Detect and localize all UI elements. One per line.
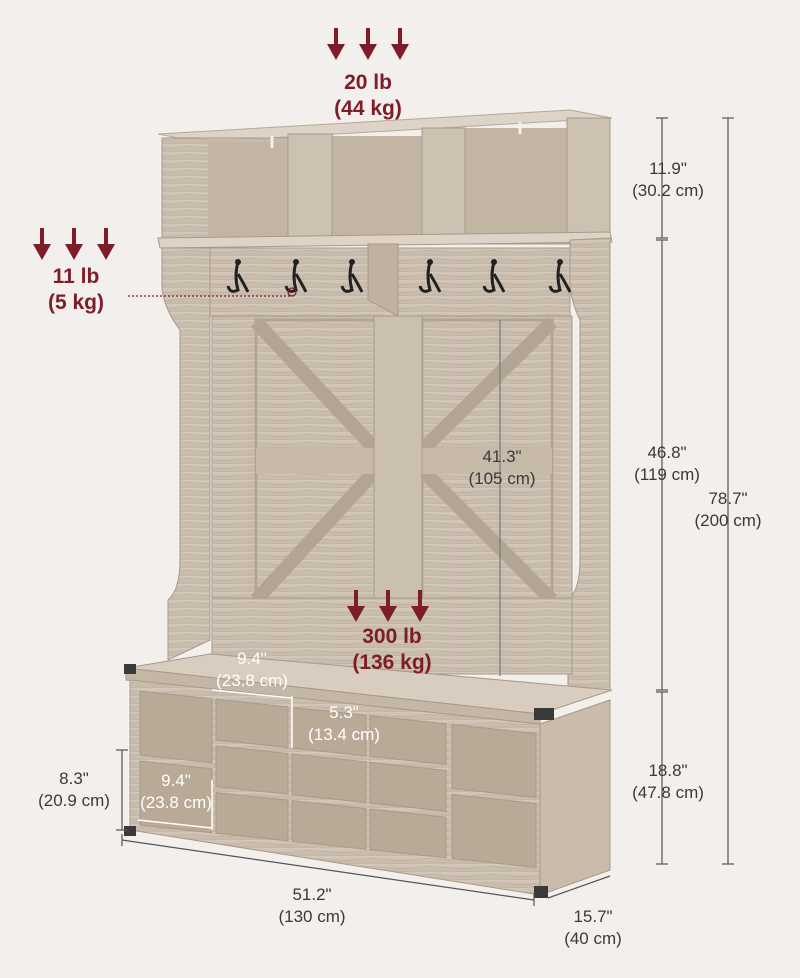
down-arrow-icon (391, 28, 409, 60)
dim-top-shelf-in: 11.9" (649, 159, 687, 178)
cubby-grid (139, 690, 537, 868)
down-arrow-icon (97, 228, 115, 260)
dim-cubby-width-top-cm: (23.8 cm) (216, 671, 288, 690)
bench-top (125, 653, 613, 727)
dim-top-shelf: 11.9" (30.2 cm) (618, 158, 718, 202)
dim-bench: 18.8" (47.8 cm) (618, 760, 718, 804)
dim-depth-cm: (40 cm) (564, 929, 622, 948)
top-shelf-unit (157, 109, 613, 249)
coat-hook-icon (340, 259, 364, 293)
down-arrow-icon (33, 228, 51, 260)
weight-bench-lb: 300 lb (362, 625, 422, 648)
down-arrow-icon (347, 590, 365, 622)
weight-label-hook: 11 lb (5 kg) (34, 264, 118, 316)
cubby-measure-lines (137, 689, 293, 830)
cubby (291, 753, 367, 804)
dim-bench-in: 18.8" (648, 761, 688, 780)
weight-top-kg: (44 kg) (334, 97, 402, 120)
dim-door-in: 41.3" (482, 447, 522, 466)
dim-middle: 46.8" (119 cm) (622, 442, 712, 486)
hook-rail (209, 243, 571, 317)
cubby (139, 690, 213, 764)
dim-width: 51.2" (130 cm) (262, 884, 362, 928)
down-arrow-icon (359, 28, 377, 60)
dim-depth: 15.7" (40 cm) (548, 906, 638, 950)
cubby (369, 808, 447, 859)
cubby (451, 723, 537, 798)
dim-cubby-height-small: 5.3" (13.4 cm) (296, 702, 392, 746)
dim-cubby-height-side-cm: (20.9 cm) (38, 791, 110, 810)
dim-total-height-cm: (200 cm) (694, 511, 762, 530)
side-panels (161, 237, 611, 701)
cubby (451, 793, 537, 868)
weight-top-lb: 20 lb (344, 71, 392, 94)
dim-width-in: 51.2" (292, 885, 332, 904)
dim-bench-cm: (47.8 cm) (632, 783, 704, 802)
cubby (215, 698, 289, 749)
dim-door-cm: (105 cm) (468, 469, 536, 488)
down-arrow-icon (327, 28, 345, 60)
coat-hook-icon (482, 259, 506, 293)
cubby (215, 745, 289, 795)
coat-hook-icon (548, 259, 572, 293)
dim-cubby-width-side-cm: (23.8 cm) (140, 793, 212, 812)
weight-label-bench: 300 lb (136 kg) (340, 624, 444, 676)
coat-hook-icon (226, 259, 250, 293)
dim-cubby-height-side: 8.3" (20.9 cm) (24, 768, 124, 812)
cubby (369, 761, 447, 812)
coat-hook-icon (418, 259, 442, 293)
dim-cubby-height-small-in: 5.3" (329, 703, 359, 722)
cubby (215, 791, 289, 842)
dim-cubby-width-top-in: 9.4" (237, 649, 267, 668)
weight-arrows (33, 28, 429, 622)
down-arrow-icon (65, 228, 83, 260)
dim-door: 41.3" (105 cm) (454, 446, 550, 490)
corner-brackets (124, 664, 554, 898)
dim-cubby-width-side-in: 9.4" (161, 771, 191, 790)
dim-top-shelf-cm: (30.2 cm) (632, 181, 704, 200)
weight-hook-lb: 11 lb (52, 265, 100, 288)
dim-middle-cm: (119 cm) (634, 465, 700, 484)
weight-hook-kg: (5 kg) (47, 291, 104, 314)
wall-anchors (270, 122, 522, 148)
dim-depth-in: 15.7" (573, 907, 613, 926)
dim-total-height: 78.7" (200 cm) (678, 488, 778, 532)
cubby (139, 760, 213, 834)
down-arrow-icon (411, 590, 429, 622)
dimension-lines (116, 117, 734, 906)
barn-door-panel (211, 315, 573, 675)
weight-label-top: 20 lb (44 kg) (320, 70, 416, 122)
dim-width-cm: (130 cm) (278, 907, 346, 926)
down-arrow-icon (379, 590, 397, 622)
dim-cubby-height-side-in: 8.3" (59, 769, 89, 788)
dim-total-height-in: 78.7" (708, 489, 748, 508)
cubby (291, 800, 367, 850)
weight-bench-kg: (136 kg) (352, 651, 432, 674)
dim-cubby-height-small-cm: (13.4 cm) (308, 725, 380, 744)
dim-cubby-width-top: 9.4" (23.8 cm) (200, 648, 304, 692)
cubby (369, 715, 447, 766)
dim-middle-in: 46.8" (647, 443, 687, 462)
dim-cubby-width-side: 9.4" (23.8 cm) (126, 770, 226, 814)
